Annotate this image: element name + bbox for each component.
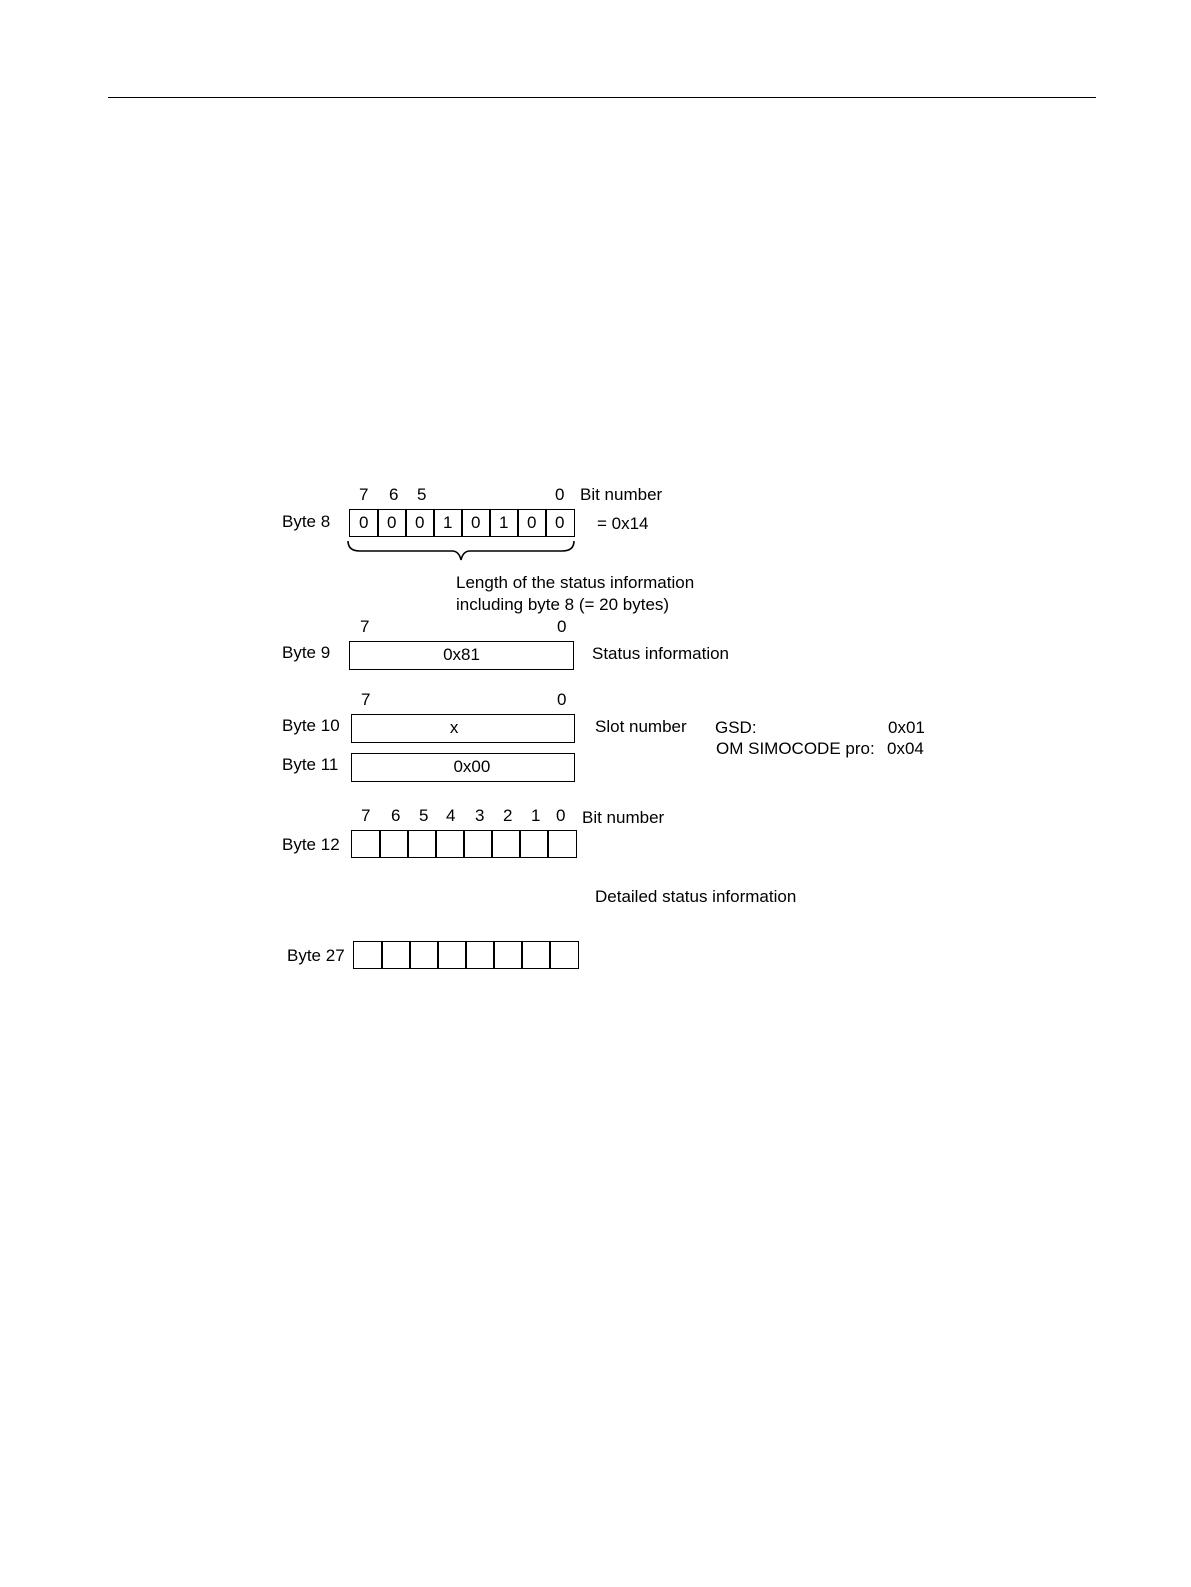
byte9-box: 0x81 [349,641,574,670]
byte27-cell [409,941,439,969]
byte9-label: Byte 9 [282,643,330,663]
byte27-cell [381,941,411,969]
byte11-label: Byte 11 [282,755,338,775]
byte12-bit-6: 6 [391,806,400,826]
byte27-cell [549,941,579,969]
byte27-cell [521,941,551,969]
byte27-bit-cells [353,941,579,969]
byte12-bit-2: 2 [503,806,512,826]
byte9-description: Status information [592,644,729,664]
byte10-box: x [351,714,575,743]
byte12-bit-7: 7 [361,806,370,826]
byte12-cell [547,830,577,858]
byte9-bit-0: 0 [557,617,566,637]
byte27-cell [353,941,383,969]
byte12-cell [379,830,409,858]
byte10-bit-7: 7 [361,690,370,710]
byte12-cell [463,830,493,858]
byte12-label: Byte 12 [282,835,340,855]
byte12-cell [491,830,521,858]
brace-text-line1: Length of the status information [456,573,694,593]
byte27-cell [465,941,495,969]
byte12-bit-0: 0 [556,806,565,826]
detailed-status-description: Detailed status information [595,887,796,907]
gsd-value: 0x01 [888,718,925,738]
brace-text-line2: including byte 8 (= 20 bytes) [456,595,669,615]
byte9-bit-7: 7 [360,617,369,637]
byte12-cell [519,830,549,858]
byte12-cell [351,830,381,858]
byte27-cell [437,941,467,969]
gsd-label: GSD: [715,718,757,738]
byte11-value: 0x00 [352,757,592,777]
byte12-cell [407,830,437,858]
byte10-bit-0: 0 [557,690,566,710]
byte12-bit-4: 4 [446,806,455,826]
byte12-bit-1: 1 [531,806,540,826]
byte10-value: x [352,718,556,738]
om-simocode-value: 0x04 [887,739,924,759]
byte10-label: Byte 10 [282,716,340,736]
byte12-bit-5: 5 [419,806,428,826]
om-simocode-label: OM SIMOCODE pro: [716,739,875,759]
byte9-value: 0x81 [350,645,573,665]
byte27-cell [493,941,523,969]
byte12-bit-cells [351,830,577,858]
byte12-cell [435,830,465,858]
byte11-box: 0x00 [351,753,575,782]
byte12-bit-3: 3 [475,806,484,826]
byte27-label: Byte 27 [287,946,345,966]
byte12-bit-number-label: Bit number [582,808,664,828]
byte10-description: Slot number [595,717,687,737]
